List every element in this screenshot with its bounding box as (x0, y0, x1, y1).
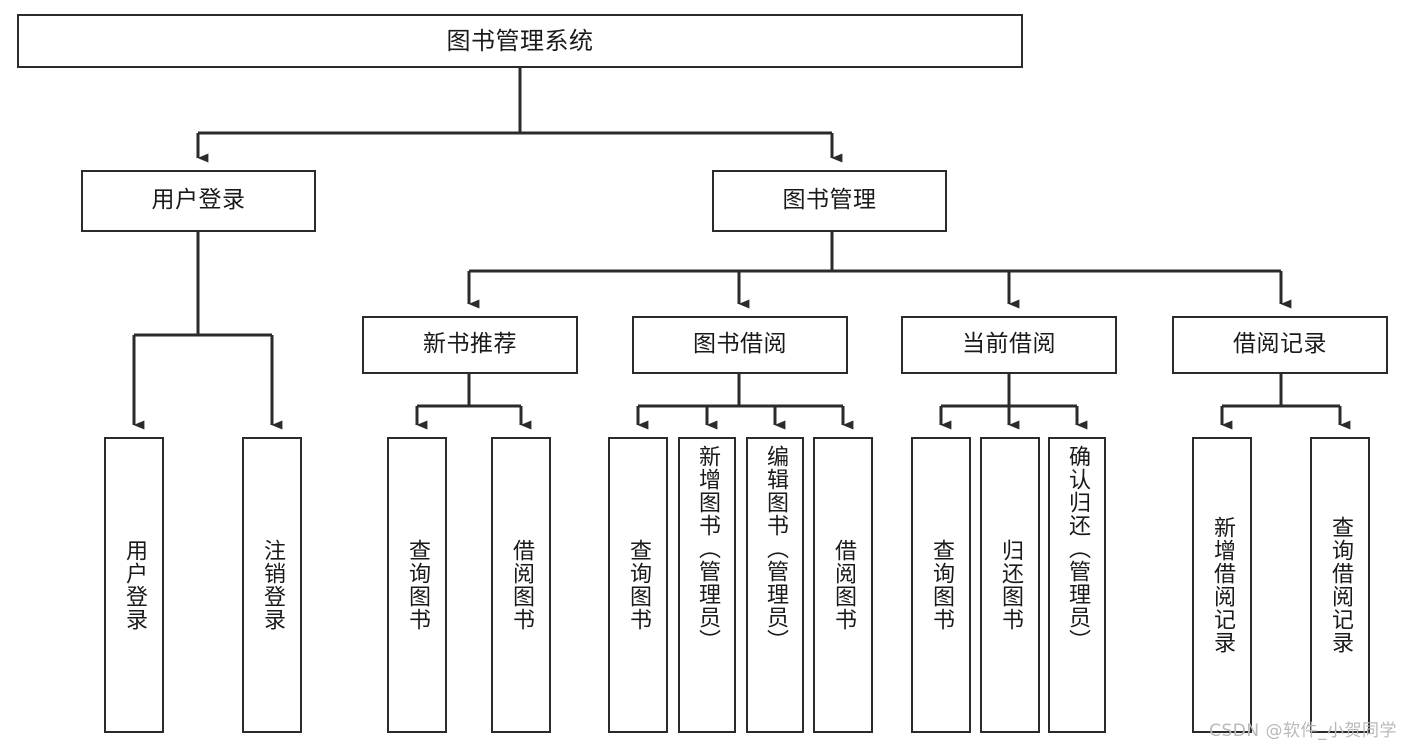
leaf-label: 确认归还（管理员） (1064, 445, 1090, 652)
leaf-current-confirm-return-admin[interactable]: 确认归还（管理员） (1048, 437, 1106, 733)
leaf-label: 新增借阅记录 (1209, 516, 1235, 654)
node-book-management[interactable]: 图书管理 (712, 170, 947, 232)
leaf-records-query-record[interactable]: 查询借阅记录 (1310, 437, 1370, 733)
node-root-system[interactable]: 图书管理系统 (17, 14, 1023, 68)
leaf-borrow-borrow-book[interactable]: 借阅图书 (813, 437, 873, 733)
leaf-label: 查询借阅记录 (1327, 516, 1353, 654)
leaf-label: 归还图书 (997, 539, 1023, 631)
leaf-label: 查询图书 (625, 539, 651, 631)
leaf-label: 借阅图书 (830, 539, 856, 631)
leaf-current-return-book[interactable]: 归还图书 (980, 437, 1040, 733)
leaf-label: 用户登录 (121, 539, 147, 631)
leaf-label: 借阅图书 (508, 539, 534, 631)
node-new-book-recommend[interactable]: 新书推荐 (362, 316, 578, 374)
leaf-newbook-borrow-book[interactable]: 借阅图书 (491, 437, 551, 733)
leaf-user-logout[interactable]: 注销登录 (242, 437, 302, 733)
leaf-records-add-record[interactable]: 新增借阅记录 (1192, 437, 1252, 733)
leaf-borrow-query-book[interactable]: 查询图书 (608, 437, 668, 733)
leaf-borrow-edit-book-admin[interactable]: 编辑图书（管理员） (746, 437, 804, 733)
node-borrow-records[interactable]: 借阅记录 (1172, 316, 1388, 374)
leaf-newbook-query-book[interactable]: 查询图书 (387, 437, 447, 733)
csdn-watermark: CSDN @软件_小贺同学 (1209, 721, 1397, 741)
leaf-label: 新增图书（管理员） (694, 445, 720, 652)
leaf-label: 查询图书 (404, 539, 430, 631)
leaf-label: 编辑图书（管理员） (762, 445, 788, 652)
leaf-borrow-add-book-admin[interactable]: 新增图书（管理员） (678, 437, 736, 733)
node-user-login[interactable]: 用户登录 (81, 170, 316, 232)
node-current-borrow[interactable]: 当前借阅 (901, 316, 1117, 374)
leaf-current-query-book[interactable]: 查询图书 (911, 437, 971, 733)
leaf-label: 查询图书 (928, 539, 954, 631)
leaf-label: 注销登录 (259, 539, 285, 631)
leaf-user-login[interactable]: 用户登录 (104, 437, 164, 733)
node-book-borrow[interactable]: 图书借阅 (632, 316, 848, 374)
